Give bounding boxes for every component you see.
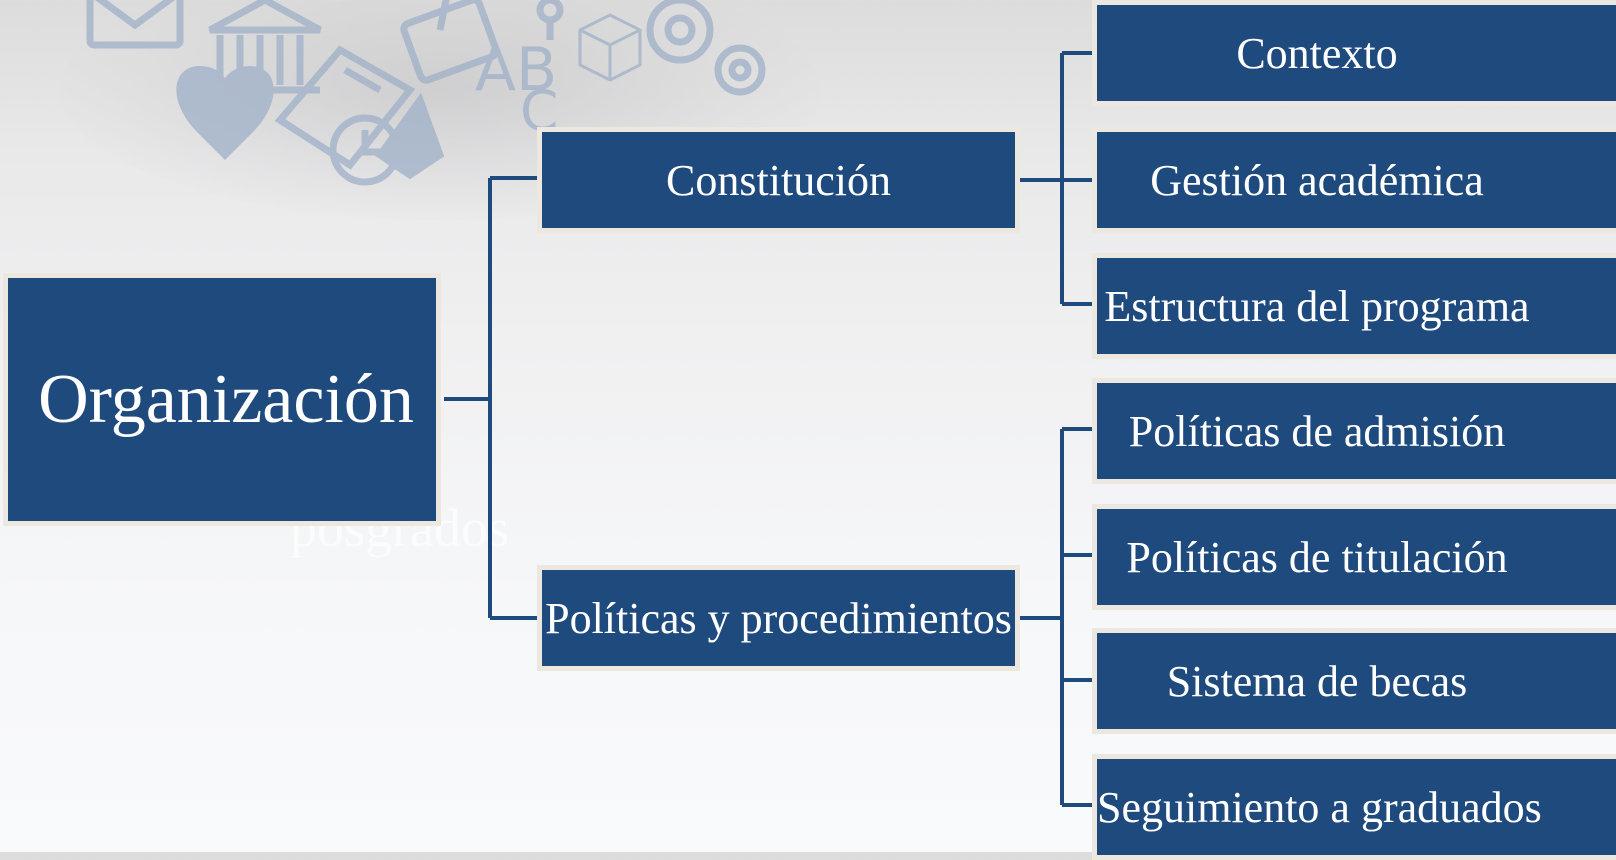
branch-node-constitucion: Constitución — [537, 127, 1020, 233]
branch-label: Políticas y procedimientos — [545, 593, 1012, 643]
gear-icon — [646, 0, 766, 96]
open-book-icon — [274, 45, 416, 170]
flask-icon — [375, 92, 445, 180]
root-label: Organización — [38, 360, 414, 438]
location-pin-icon — [536, 0, 564, 40]
leaf-node-sistema-becas: Sistema de becas — [1092, 628, 1616, 734]
education-icons-decoration: ABC — [86, 0, 766, 186]
leaf-node-contexto: Contexto — [1092, 0, 1616, 106]
leaf-node-gestion-academica: Gestión académica — [1092, 127, 1616, 233]
branch-node-politicas: Políticas y procedimientos — [537, 565, 1020, 671]
leaf-label: Contexto — [1236, 28, 1398, 78]
leaf-node-politicas-titulacion: Políticas de titulación — [1092, 504, 1616, 610]
heart-plus-icon — [176, 66, 274, 160]
envelope-icon — [86, 0, 184, 49]
leaf-label: Seguimiento a graduados — [1097, 782, 1542, 832]
leaf-node-politicas-admision: Políticas de admisión — [1092, 378, 1616, 484]
cube-icon — [578, 13, 642, 82]
leaf-node-estructura-programa: Estructura del programa — [1092, 253, 1616, 359]
branch-label: Constitución — [666, 155, 891, 205]
leaf-node-seguimiento-graduados: Seguimiento a graduados — [1092, 754, 1616, 860]
pencil-icon — [436, 0, 450, 31]
leaf-label: Estructura del programa — [1104, 281, 1530, 331]
leaf-label: Sistema de becas — [1166, 656, 1468, 706]
leaf-label: Gestión académica — [1150, 155, 1484, 205]
svg-text:AB: AB — [475, 35, 557, 105]
leaf-label: Políticas de admisión — [1128, 406, 1506, 456]
root-node: Organización — [3, 273, 441, 526]
leaf-label: Políticas de titulación — [1126, 532, 1508, 582]
clipboard-icon — [400, 0, 500, 84]
